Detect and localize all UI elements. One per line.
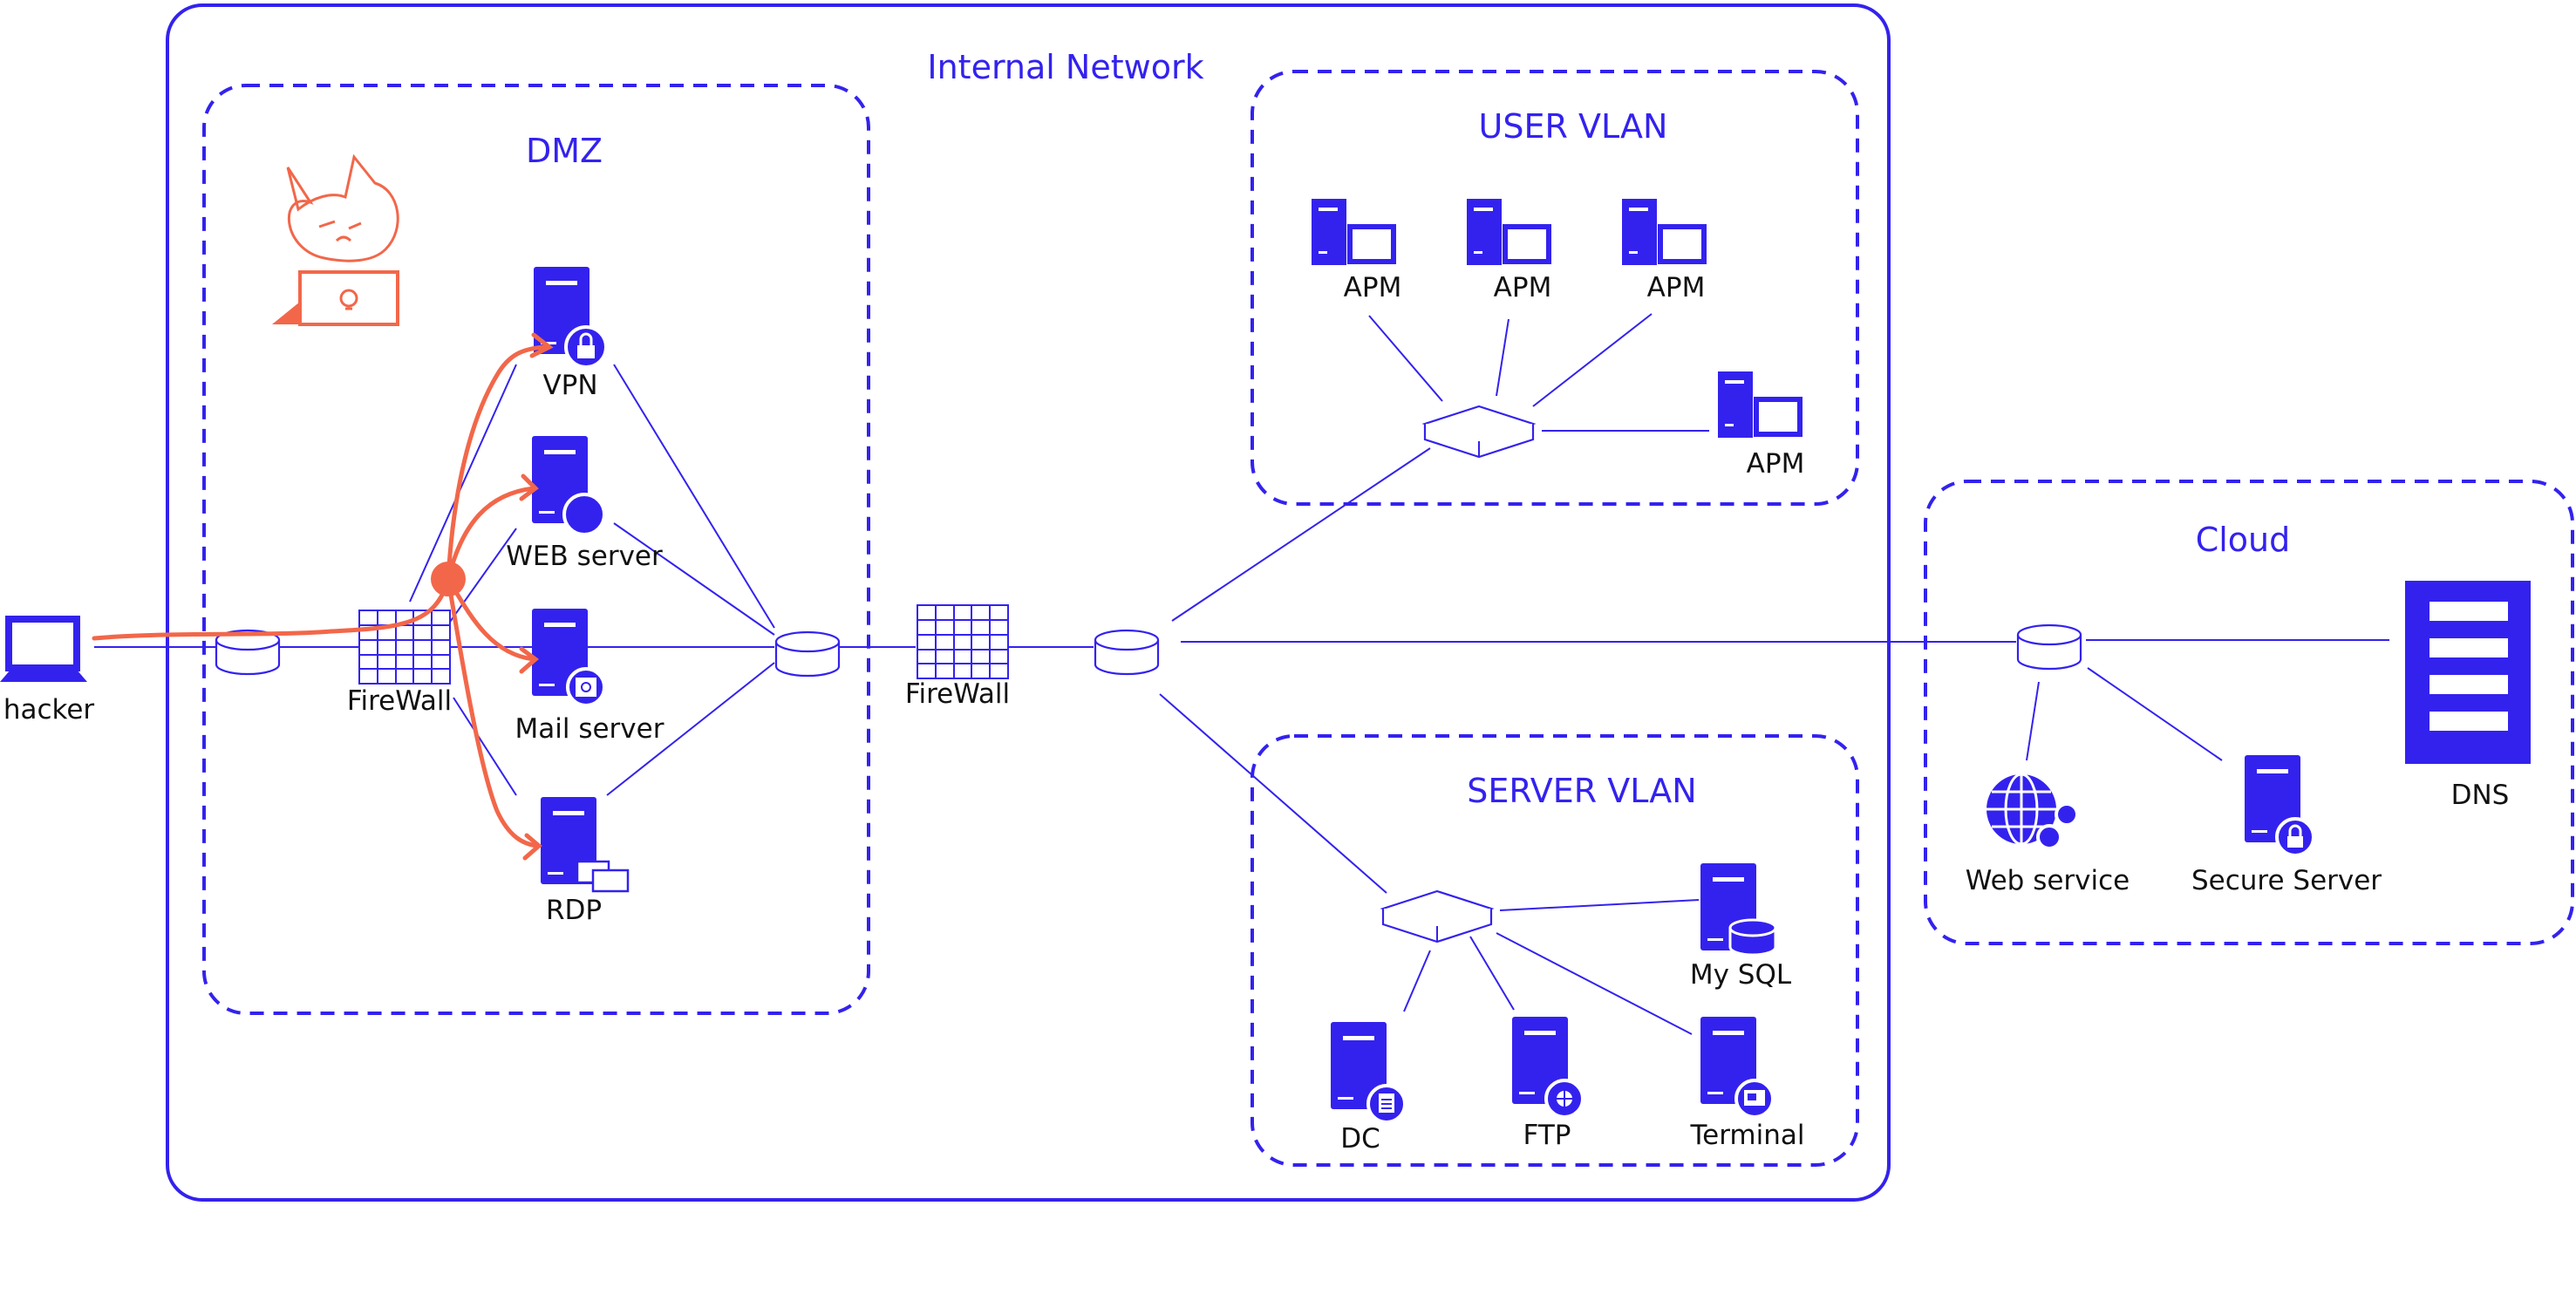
terminal-badge-icon (1734, 1079, 1775, 1119)
apm-workstation-4[interactable]: APM (1718, 371, 1804, 480)
arrowhead-icon (519, 473, 539, 501)
mysql-label: My SQL (1690, 959, 1792, 991)
cloud-title: Cloud (2196, 521, 2291, 559)
connection-lines (94, 313, 2389, 1035)
apm-4-label: APM (1747, 448, 1805, 480)
document-badge-icon (1366, 1084, 1407, 1124)
dns-rack-icon (2405, 581, 2531, 764)
attack-paths (92, 332, 554, 861)
firewall-inner-label: FireWall (905, 678, 1010, 710)
attack-origin-dot-icon (431, 562, 466, 596)
dmz-zone: DMZ (202, 84, 870, 1015)
dc-server[interactable]: DC (1331, 1022, 1407, 1155)
workstation-icon (1622, 199, 1704, 265)
apm-3-label: APM (1647, 272, 1706, 303)
web-server[interactable]: WEB server (506, 436, 663, 572)
secure-server-node[interactable]: Secure Server (2191, 755, 2382, 896)
attack-path-rdp (446, 576, 540, 848)
mail-server-label: Mail server (515, 713, 664, 745)
dns-label: DNS (2451, 780, 2510, 811)
web-service-label: Web service (1966, 865, 2130, 896)
globe-badge-icon (562, 493, 606, 536)
terminal-server[interactable]: Terminal (1689, 1017, 1805, 1151)
web-service-node[interactable]: Web service (1966, 773, 2130, 896)
router-edge[interactable] (215, 629, 281, 676)
rdp-server[interactable]: RDP (541, 797, 630, 926)
mysql-server[interactable]: My SQL (1690, 863, 1792, 991)
router-cloud[interactable] (2016, 623, 2082, 671)
router-cylinder-icon (1094, 629, 1160, 676)
cloud-zone: Cloud (1924, 480, 2574, 945)
user-vlan-title: USER VLAN (1479, 107, 1668, 146)
workstation-icon (1467, 199, 1549, 265)
lock-badge-icon (2275, 817, 2315, 857)
router-core[interactable] (1094, 629, 1160, 676)
attack-path-web (446, 486, 536, 582)
ftp-server[interactable]: FTP (1512, 1017, 1584, 1151)
hacker-node[interactable]: hacker (0, 616, 95, 726)
server-vlan-title: SERVER VLAN (1467, 772, 1696, 810)
apm-workstation-2[interactable]: APM (1467, 199, 1551, 303)
switch-icon (1381, 889, 1493, 944)
workstation-icon (1312, 199, 1394, 265)
hacker-cat-laptop-icon (272, 153, 399, 326)
server-vlan-switch[interactable] (1381, 889, 1493, 944)
vpn-server[interactable]: VPN (534, 267, 608, 401)
windows-badge-icon (576, 860, 630, 893)
user-vlan-zone: USER VLAN (1251, 70, 1859, 506)
internal-network-title: Internal Network (927, 48, 1203, 86)
workstation-icon (1718, 371, 1800, 438)
apm-workstation-3[interactable]: APM (1622, 199, 1705, 303)
dc-label: DC (1340, 1123, 1380, 1155)
rdp-label: RDP (546, 895, 602, 926)
dns-node[interactable]: DNS (2405, 581, 2531, 811)
apm-workstation-1[interactable]: APM (1312, 199, 1401, 303)
mail-badge-icon (566, 667, 606, 707)
router-cylinder-icon (774, 630, 841, 678)
apm-2-label: APM (1494, 272, 1552, 303)
ftp-label: FTP (1523, 1120, 1571, 1151)
web-server-label: WEB server (506, 541, 663, 572)
router-dmz[interactable] (774, 630, 841, 678)
internal-network-zone: Internal Network (166, 3, 1891, 1202)
attack-path-main (92, 576, 451, 641)
router-cylinder-icon (215, 629, 281, 676)
switch-icon (1423, 405, 1535, 459)
dmz-title: DMZ (526, 132, 603, 170)
lock-badge-icon (564, 325, 608, 369)
firewall-inner[interactable]: FireWall (905, 604, 1010, 710)
laptop-icon (0, 616, 87, 682)
router-cylinder-icon (2016, 623, 2082, 671)
terminal-label: Terminal (1689, 1120, 1804, 1151)
globe-gear-icon (1987, 773, 2079, 850)
firewall-brick-icon (917, 604, 1009, 679)
secure-server-label: Secure Server (2191, 865, 2382, 896)
attack-path-vpn (446, 344, 547, 582)
user-vlan-switch[interactable] (1423, 405, 1535, 459)
hacker-label: hacker (3, 694, 95, 726)
server-vlan-zone: SERVER VLAN (1251, 734, 1859, 1167)
folder-globe-badge-icon (1544, 1079, 1584, 1119)
firewall-outer[interactable]: FireWall (347, 610, 452, 717)
firewall-outer-label: FireWall (347, 685, 452, 717)
vpn-label: VPN (542, 370, 597, 401)
mail-server[interactable]: Mail server (515, 609, 664, 745)
arrowhead-icon (519, 646, 539, 674)
database-badge-icon (1728, 918, 1777, 957)
arrowhead-icon (529, 332, 554, 358)
arrowhead-icon (522, 833, 542, 861)
apm-1-label: APM (1344, 272, 1402, 303)
